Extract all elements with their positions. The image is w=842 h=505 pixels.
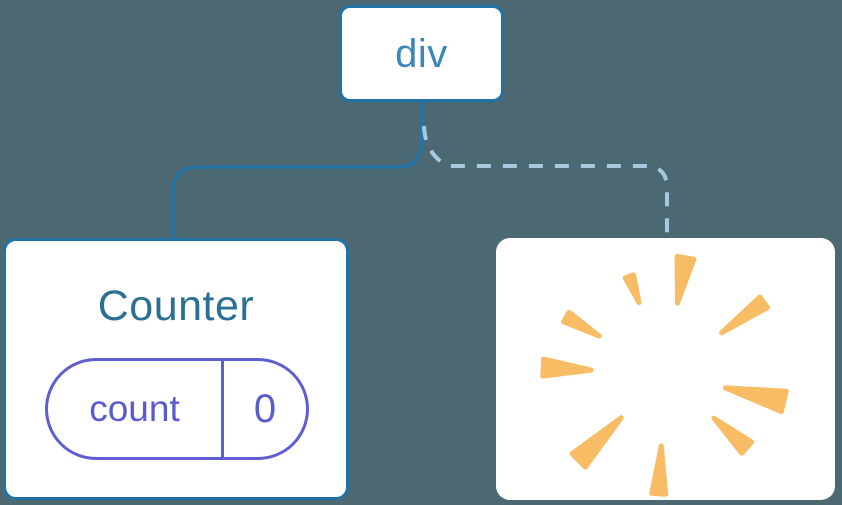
state-pill: count 0 — [45, 358, 309, 460]
edge-solid — [171, 101, 424, 240]
state-key: count — [48, 361, 224, 457]
poof-icon — [540, 253, 789, 497]
counter-title: Counter — [97, 282, 255, 330]
state-value: 0 — [253, 386, 277, 431]
edge-dashed — [422, 125, 669, 240]
removed-node — [496, 238, 835, 500]
root-node-label: div — [395, 31, 448, 76]
root-node: div — [339, 5, 504, 102]
counter-node: Counter count 0 — [3, 238, 349, 500]
